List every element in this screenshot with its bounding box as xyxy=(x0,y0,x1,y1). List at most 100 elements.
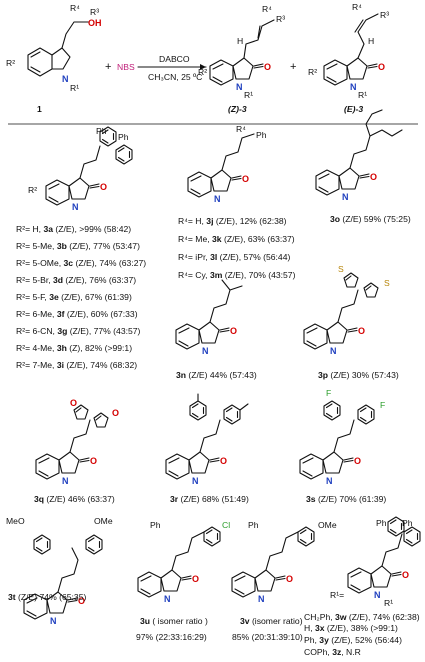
r2-label: R² xyxy=(28,185,37,195)
entry-3h: R²= 4-Me, 3h (Z), 82% (>99:1) xyxy=(16,343,132,353)
entry-3u-ratio: 97% (22:33:16:29) xyxy=(136,632,207,642)
entry-3k: R⁴= Me, 3k (Z/E), 63% (63:37) xyxy=(178,234,295,244)
oxygen-label: O xyxy=(286,574,293,584)
nitrogen-label: N xyxy=(258,594,265,604)
entry-3p: 3p (Z/E) 30% (57:43) xyxy=(318,370,399,380)
entry-3i: R²= 7-Me, 3i (Z/E), 74% (68:32) xyxy=(16,360,137,370)
arrow-head xyxy=(200,64,206,70)
entry-3r: 3r (Z/E) 68% (51:49) xyxy=(170,494,249,504)
entry-3e: R²= 5-F, 3e (Z/E), 67% (61:39) xyxy=(16,292,132,302)
ph-label: Ph xyxy=(118,132,129,142)
entry-3w: CH₂Ph, 3w (Z/E), 74% (62:38) xyxy=(304,612,420,622)
structure-3r: O N 3r (Z/E) 68% (51:49) xyxy=(165,393,249,504)
nitrogen-label: N xyxy=(202,346,209,356)
ph-label: Ph xyxy=(96,126,107,136)
oxygen-label: O xyxy=(192,574,199,584)
r1-label: R¹ xyxy=(70,83,79,93)
plus-sign-2: + xyxy=(290,61,296,73)
chloro-label: Cl xyxy=(222,520,230,530)
entry-3q: 3q (Z/E) 46% (63:37) xyxy=(34,494,115,504)
product-e-label: (E)-3 xyxy=(344,104,363,114)
ph-label: Ph xyxy=(402,518,413,528)
r1-label: R¹ xyxy=(384,598,393,608)
oxygen-label: O xyxy=(264,62,271,72)
nitrogen-label: N xyxy=(72,202,79,212)
entry-3x: H, 3x (Z/E), 38% (>99:1) xyxy=(304,623,398,633)
oxygen-label: O xyxy=(100,182,107,192)
r3-label: R³ xyxy=(90,7,99,17)
fluorine-label: F xyxy=(380,400,385,410)
oh-label: OH xyxy=(88,18,102,28)
nitrogen-label: N xyxy=(50,616,57,626)
r4-entry-list: R⁴= H, 3j (Z/E), 12% (62:38) R⁴= Me, 3k … xyxy=(178,216,296,280)
nitrogen-label: N xyxy=(62,476,69,486)
methoxy-label: OMe xyxy=(318,520,337,530)
substrate-1: OH R⁴ R³ R² N R¹ 1 xyxy=(6,3,102,114)
structure-3j-3m: R⁴ Ph O N xyxy=(187,124,267,204)
plus-sign: + xyxy=(105,61,111,73)
fluorine-label: F xyxy=(326,388,331,398)
entry-3y: Ph, 3y (Z/E), 52% (56:44) xyxy=(304,635,402,645)
r2-label: R² xyxy=(6,58,15,68)
oxygen-label: O xyxy=(370,172,377,182)
conditions-label: CH₃CN, 25 ºC xyxy=(148,72,202,82)
entry-3l: R⁴= iPr, 3l (Z/E), 57% (56:44) xyxy=(178,252,290,262)
entry-3a: R²= H, 3a (Z/E), >99% (58:42) xyxy=(16,224,131,234)
nitrogen-label: N xyxy=(192,476,199,486)
r3-label-e: R³ xyxy=(380,10,389,20)
entry-3d: R²= 5-Br, 3d (Z/E), 76% (63:37) xyxy=(16,275,136,285)
r2-entry-list: R²= H, 3a (Z/E), >99% (58:42) R²= 5-Me, … xyxy=(16,224,146,370)
reaction-scheme: OH R⁴ R³ R² N R¹ 1 + NBS DABCO CH₃CN, 25… xyxy=(6,2,389,114)
structure-3n: O N 3n (Z/E) 44% (57:43) xyxy=(175,279,257,380)
entry-3c: R²= 5-OMe, 3c (Z/E), 74% (63:27) xyxy=(16,258,146,268)
oxygen-label: O xyxy=(112,408,119,418)
oxygen-label: O xyxy=(70,398,77,408)
r2-label-e: R² xyxy=(308,67,317,77)
entry-3v: 3v (isomer ratio) xyxy=(240,616,303,626)
nitrogen-label: N xyxy=(350,82,357,92)
r1-definition-label: R¹= xyxy=(330,590,344,600)
r4-label-z: R⁴ xyxy=(262,4,272,14)
entry-3b: R²= 5-Me, 3b (Z/E), 77% (53:47) xyxy=(16,241,140,251)
oxygen-label: O xyxy=(220,456,227,466)
oxygen-label: O xyxy=(78,596,85,606)
oxygen-label: O xyxy=(354,456,361,466)
product-e: H R⁴ R³ R² O N R¹ (E)-3 xyxy=(308,2,389,114)
r4-label: R⁴ xyxy=(70,3,80,13)
r2-label-z: R² xyxy=(198,67,207,77)
sulfur-label: S xyxy=(338,264,344,274)
entry-3j: R⁴= H, 3j (Z/E), 12% (62:38) xyxy=(178,216,287,226)
oxygen-label: O xyxy=(230,326,237,336)
methoxy-label: OMe xyxy=(94,516,113,526)
ph-label: Ph xyxy=(256,130,267,140)
entry-3u: 3u ( isomer ratio ) xyxy=(140,616,208,626)
structure-3v: Ph OMe O N 3v (isomer ratio) 85% (20:31:… xyxy=(231,520,337,642)
structure-3a-3i: Ph Ph R² O N xyxy=(28,126,133,212)
nitrogen-label: N xyxy=(330,346,337,356)
nitrogen-label: N xyxy=(326,476,333,486)
nitrogen-label: N xyxy=(62,74,69,84)
entry-3t: 3t (Z/E) 74% (65:35) xyxy=(8,592,86,602)
r1-entry-list: CH₂Ph, 3w (Z/E), 74% (62:38) H, 3x (Z/E)… xyxy=(304,612,420,657)
ph-label: Ph xyxy=(150,520,161,530)
entry-3z: COPh, 3z, N.R xyxy=(304,647,361,657)
substrate-number: 1 xyxy=(37,104,42,114)
structure-3u: Ph Cl O N 3u ( isomer ratio ) 97% (22:33… xyxy=(136,520,230,642)
nitrogen-label: N xyxy=(164,594,171,604)
structure-3q: O O O N 3q (Z/E) 46% (63:37) xyxy=(34,398,119,504)
structure-3t: MeO OMe O N 3t (Z/E) 74% (65:35) xyxy=(6,516,113,626)
nitrogen-label: N xyxy=(374,590,381,600)
nbs-reagent: NBS xyxy=(117,62,135,72)
entry-3g: R²= 6-CN, 3g (Z/E), 77% (43:57) xyxy=(16,326,141,336)
r4-label-e: R⁴ xyxy=(352,2,362,12)
entry-3f: R²= 6-Me, 3f (Z/E), 60% (67:33) xyxy=(16,309,138,319)
entry-3s: 3s (Z/E) 70% (61:39) xyxy=(306,494,386,504)
entry-3n: 3n (Z/E) 44% (57:43) xyxy=(176,370,257,380)
r1-label-z: R¹ xyxy=(244,90,253,100)
nitrogen-label: N xyxy=(342,192,349,202)
entry-3v-ratio: 85% (20:31:39:10) xyxy=(232,632,303,642)
r3-label-z: R³ xyxy=(276,14,285,24)
structure-3o: O N 3o (Z/E) 59% (75:25) xyxy=(315,109,411,224)
h-label: H xyxy=(368,36,374,46)
